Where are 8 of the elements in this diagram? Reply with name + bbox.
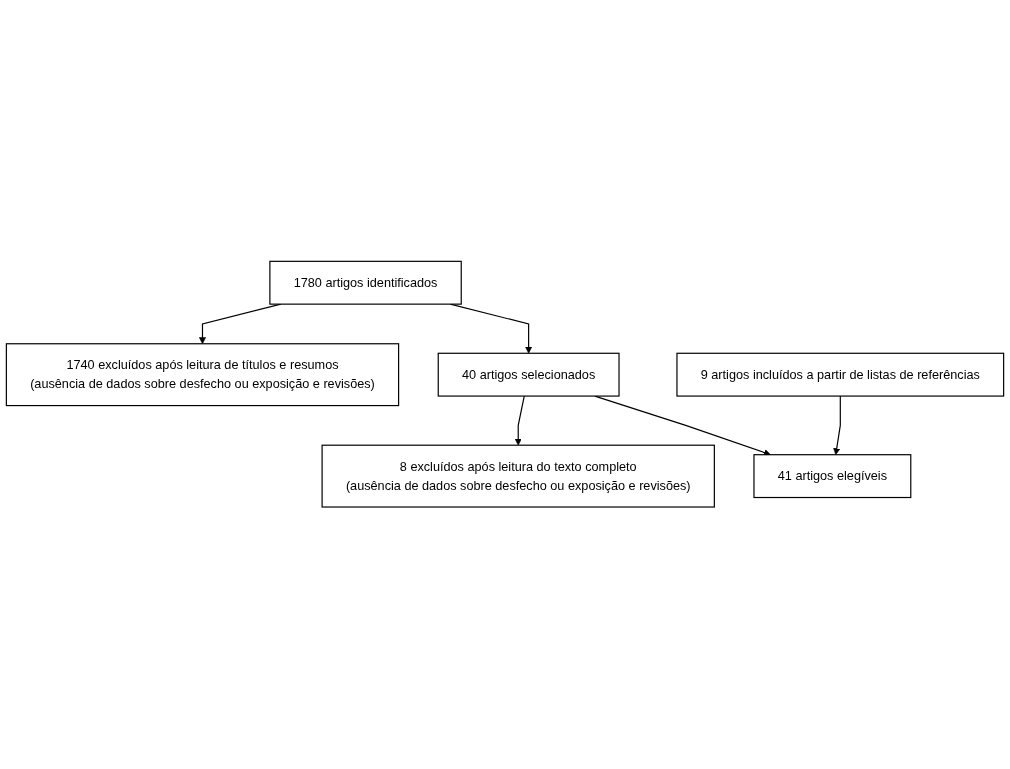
node-box: 1740 excluídos após leitura de títulos e resumos (ausência de dados sobre desfecho ou exposição e revisões) [5,343,400,407]
node-box: 41 artigos elegíveis [753,454,912,499]
node-box: 1780 artigos identificados [269,261,462,306]
node-box: 9 artigos incluídos a partir de listas de referências [676,353,1005,397]
node-box: 40 artigos selecionados [437,353,620,397]
node-box: 8 excluídos após leitura do texto completo (ausência de dados sobre desfecho ou exposição e revisões) [321,444,715,508]
arrow [514,395,525,446]
arrow [833,395,841,456]
